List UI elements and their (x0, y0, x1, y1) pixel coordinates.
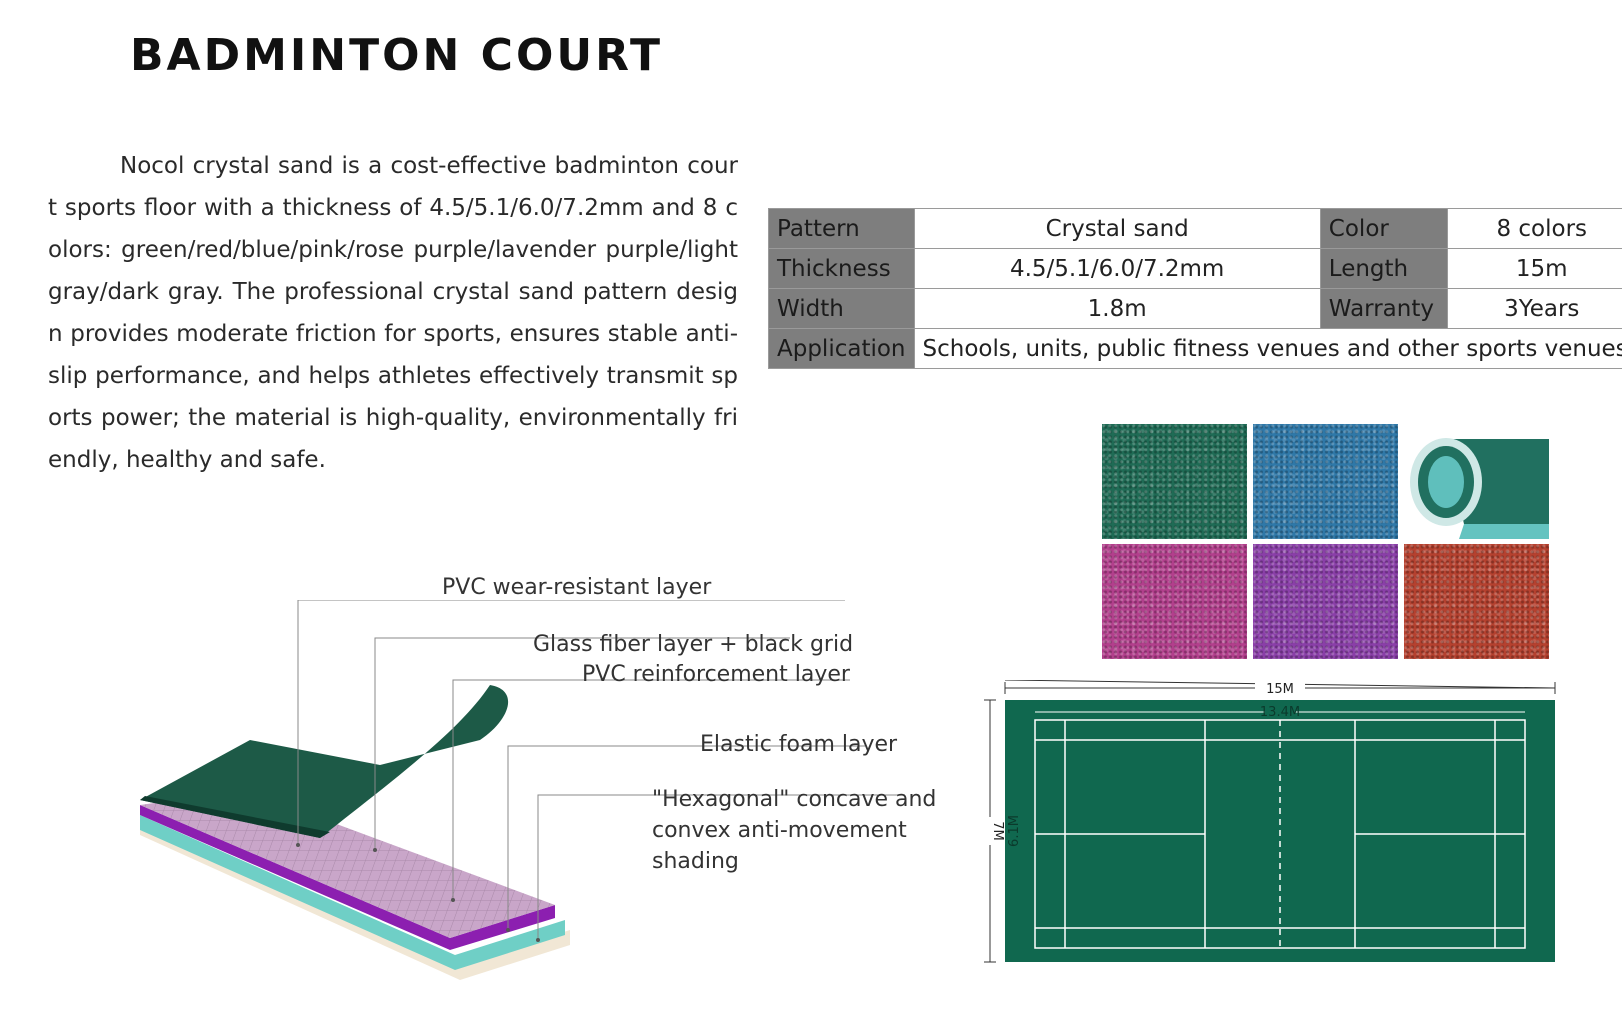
swatch-blue (1253, 424, 1398, 539)
layer-label-foam: Elastic foam layer (700, 732, 898, 757)
length-label: Length (1319, 248, 1448, 289)
warranty-label: Warranty (1319, 288, 1448, 329)
spec-row-thickness: Thickness 4.5/5.1/6.0/7.2mm Length 15m (768, 248, 1622, 289)
product-description: Nocol crystal sand is a cost-effective b… (48, 153, 738, 473)
spec-table: Pattern Crystal sand Color 8 colors Thic… (768, 208, 1622, 369)
application-label: Application (768, 328, 915, 369)
length-value: 15m (1446, 248, 1622, 289)
glass-fiber-layer (140, 790, 555, 938)
wear-layer-edge (140, 796, 330, 838)
thickness-label: Thickness (768, 248, 915, 289)
layer-diagram (140, 600, 905, 980)
swatch-pink (1102, 544, 1247, 659)
layer-label-reinforcement: PVC reinforcement layer (582, 662, 850, 687)
page-title: BADMINTON COURT (130, 30, 663, 81)
width-label: Width (768, 288, 915, 329)
application-value: Schools, units, public fitness venues an… (913, 328, 1622, 369)
color-value: 8 colors (1446, 208, 1622, 249)
spec-row-pattern: Pattern Crystal sand Color 8 colors (768, 208, 1622, 249)
inner-width-label: 6.1M (1007, 815, 1022, 847)
swatch-red (1404, 544, 1549, 659)
pattern-label: Pattern (768, 208, 915, 249)
width-value: 1.8m (913, 288, 1321, 329)
spec-row-width: Width 1.8m Warranty 3Years (768, 288, 1622, 329)
layer-label-hexagonal: "Hexagonal" concave and convex anti-move… (652, 787, 937, 874)
spec-row-application: Application Schools, units, public fitne… (768, 328, 1622, 369)
court-lines (1034, 719, 1526, 949)
court-diagram: 15M 13.4M 7M 6.1M (982, 680, 1556, 963)
color-label: Color (1319, 208, 1448, 249)
wear-layer (140, 685, 509, 838)
layer-label-wear: PVC wear-resistant layer (442, 575, 712, 600)
overall-width-label: 7M (990, 821, 1005, 841)
swatch-purple (1253, 544, 1398, 659)
warranty-value: 3Years (1446, 288, 1622, 329)
pattern-value: Crystal sand (913, 208, 1321, 249)
swatch-green (1102, 424, 1247, 539)
swatch-roll (1404, 424, 1549, 539)
thickness-value: 4.5/5.1/6.0/7.2mm (913, 248, 1321, 289)
overall-length-label: 15M (1266, 682, 1294, 697)
roll-image (1404, 424, 1549, 539)
layer-label-glass-fiber: Glass fiber layer + black grid (533, 632, 854, 657)
inner-length-label: 13.4M (1260, 705, 1300, 720)
